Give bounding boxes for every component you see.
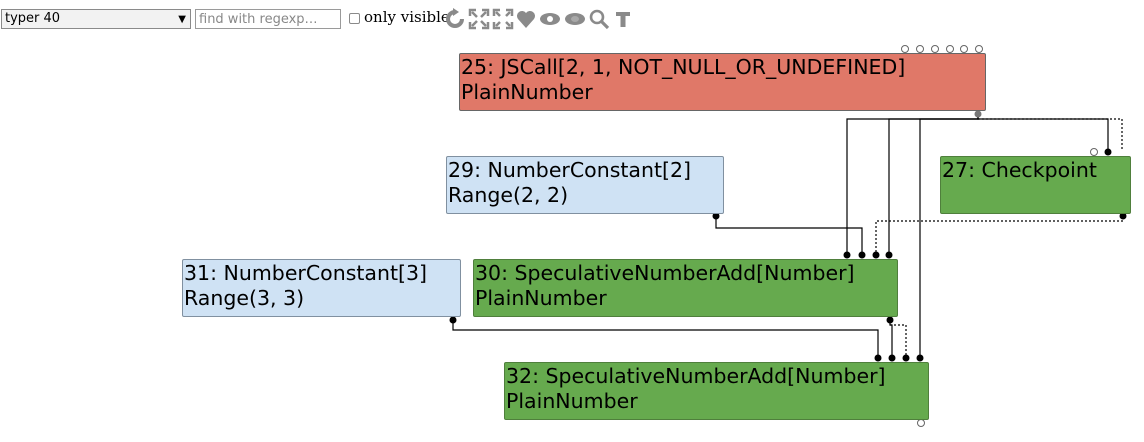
edge-25-27: [977, 115, 1109, 151]
input-port: [946, 45, 954, 53]
node-label: 31: NumberConstant[3]: [184, 261, 428, 285]
show-all-icon[interactable]: [468, 8, 490, 30]
only-visible-checkbox[interactable]: [349, 13, 360, 24]
chevron-down-icon: ▼: [178, 14, 186, 25]
output-port: [449, 316, 457, 324]
input-port: [931, 45, 939, 53]
toolbar: typer 40 ▼ only visible: [0, 0, 648, 36]
node-type: Range(2, 2): [448, 183, 569, 207]
node-label: 25: JSCall[2, 1, NOT_NULL_OR_UNDEFINED]: [461, 55, 906, 79]
input-port: [1090, 148, 1098, 156]
input-port: [872, 251, 880, 259]
node-type: Range(3, 3): [184, 286, 305, 310]
graph-node-32[interactable]: 32: SpeculativeNumberAdd[Number] PlainNu…: [504, 362, 929, 420]
input-port: [843, 251, 851, 259]
layout-icon[interactable]: [444, 8, 466, 30]
search-input[interactable]: [195, 9, 341, 29]
graph-node-31[interactable]: 31: NumberConstant[3] Range(3, 3): [182, 259, 461, 317]
output-port: [1119, 212, 1127, 220]
edge-29-30: [715, 217, 863, 254]
node-type: PlainNumber: [461, 80, 593, 104]
edge-30-32-a: [889, 321, 893, 357]
graph-node-30[interactable]: 30: SpeculativeNumberAdd[Number] PlainNu…: [473, 259, 898, 317]
node-label: 30: SpeculativeNumberAdd[Number]: [475, 261, 855, 285]
input-port: [916, 45, 924, 53]
input-port: [1104, 148, 1112, 156]
input-port: [916, 354, 924, 362]
node-label: 29: NumberConstant[2]: [448, 158, 692, 182]
edges: [452, 115, 1124, 357]
input-port: [888, 354, 896, 362]
toggle-types-icon[interactable]: [612, 8, 634, 30]
graph-node-27[interactable]: 27: Checkpoint: [940, 156, 1131, 214]
input-port: [901, 45, 909, 53]
phase-select-value: typer 40: [5, 11, 61, 26]
edge-25-27-effect: [977, 115, 1123, 151]
input-port: [858, 251, 866, 259]
edge-25-32: [919, 115, 979, 357]
toggle-hide-dead-icon[interactable]: [492, 8, 514, 30]
edge-31-32: [452, 321, 879, 357]
output-port: [974, 110, 982, 118]
visibility-icon[interactable]: [564, 8, 586, 30]
node-type: PlainNumber: [506, 389, 638, 413]
input-port: [975, 45, 983, 53]
edge-27-30: [875, 217, 1124, 254]
input-port: [960, 45, 968, 53]
input-port: [874, 354, 882, 362]
zoom-selection-icon[interactable]: [588, 8, 610, 30]
node-label: 27: Checkpoint: [942, 158, 1097, 182]
output-port: [917, 419, 925, 427]
node-type: PlainNumber: [475, 286, 607, 310]
hide-selected-icon[interactable]: [539, 8, 561, 30]
node-label: 32: SpeculativeNumberAdd[Number]: [506, 364, 886, 388]
output-port: [886, 316, 894, 324]
ports: [449, 110, 1127, 362]
output-port: [712, 212, 720, 220]
only-visible-label: only visible: [364, 8, 450, 26]
hide-unselected-icon[interactable]: [515, 8, 537, 30]
phase-select[interactable]: typer 40 ▼: [1, 9, 191, 29]
graph-node-25[interactable]: 25: JSCall[2, 1, NOT_NULL_OR_UNDEFINED] …: [459, 53, 986, 111]
input-port: [885, 251, 893, 259]
input-port: [902, 354, 910, 362]
graph-node-29[interactable]: 29: NumberConstant[2] Range(2, 2): [446, 156, 724, 214]
